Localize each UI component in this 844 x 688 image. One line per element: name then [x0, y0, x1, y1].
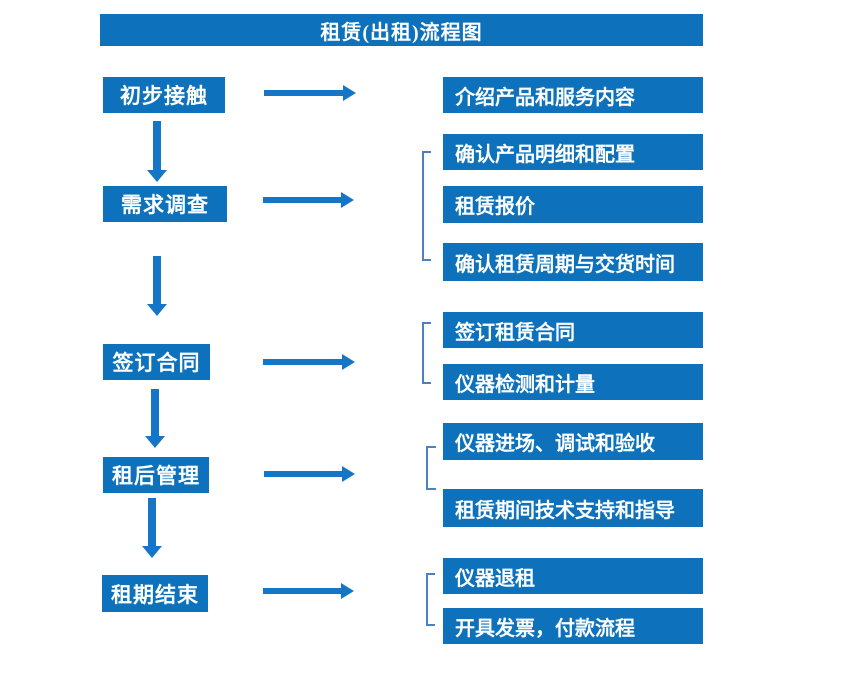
step-box-demand-survey: 需求调查: [103, 186, 227, 222]
group-bracket-sign-contract: [422, 322, 431, 384]
detail-box-rental-quote: 租赁报价: [443, 186, 703, 223]
group-bracket-post-rental: [426, 446, 436, 490]
detail-box-confirm-product-spec: 确认产品明细和配置: [443, 134, 703, 170]
down-arrow-icon: [147, 121, 167, 182]
detail-box-confirm-period: 确认租赁周期与交货时间: [443, 243, 703, 281]
group-bracket-lease-end: [426, 573, 435, 626]
down-arrow-icon: [147, 256, 167, 316]
detail-box-invoice-payment: 开具发票，付款流程: [443, 608, 703, 644]
step-box-post-rental-management: 租后管理: [103, 457, 209, 493]
down-arrow-icon: [145, 389, 165, 448]
detail-box-tech-support: 租赁期间技术支持和指导: [443, 489, 703, 527]
detail-box-sign-rental-contract: 签订租赁合同: [443, 312, 703, 348]
down-arrow-icon: [142, 498, 162, 558]
detail-box-intro-products: 介绍产品和服务内容: [443, 77, 703, 113]
right-arrow-icon: [263, 583, 354, 599]
right-arrow-icon: [264, 466, 355, 482]
detail-box-instrument-testing: 仪器检测和计量: [443, 364, 703, 400]
detail-box-instrument-return: 仪器退租: [443, 558, 703, 594]
detail-box-instrument-setup: 仪器进场、调试和验收: [443, 423, 703, 460]
step-box-lease-end: 租期结束: [102, 575, 208, 612]
flowchart-title: 租赁(出租)流程图: [100, 14, 703, 46]
step-box-initial-contact: 初步接触: [103, 77, 225, 113]
step-box-sign-contract: 签订合同: [103, 344, 210, 380]
group-bracket-demand-survey: [422, 151, 431, 261]
right-arrow-icon: [263, 192, 354, 208]
right-arrow-icon: [263, 354, 355, 370]
right-arrow-icon: [264, 85, 356, 101]
